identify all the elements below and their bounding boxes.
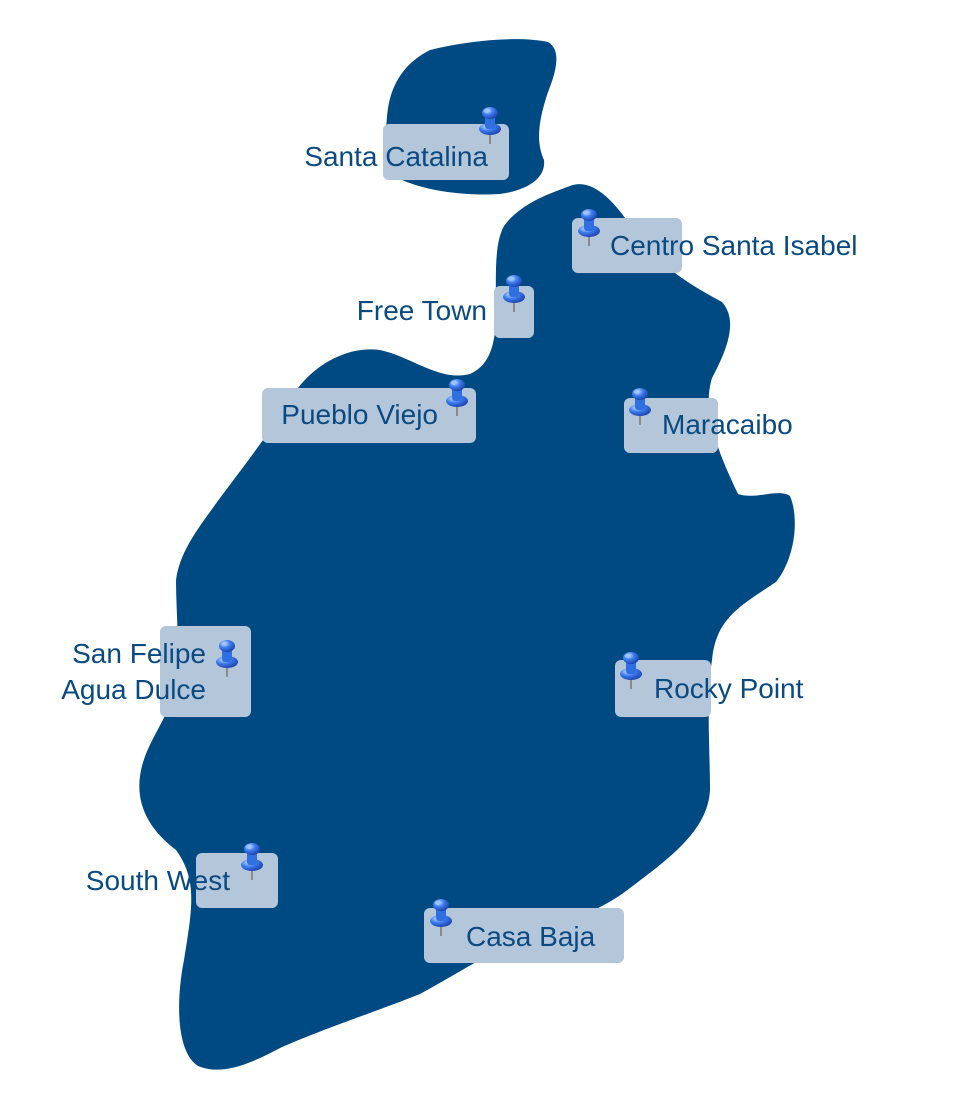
pushpin-icon[interactable]: [446, 379, 468, 416]
pushpin-icon[interactable]: [578, 209, 600, 246]
location-marker-santa-catalina[interactable]: Santa Catalina: [304, 107, 509, 180]
location-name: Casa Baja: [466, 921, 596, 952]
pushpin-highlight: [583, 211, 589, 215]
pushpin-icon[interactable]: [241, 843, 263, 880]
pushpin-highlight: [508, 277, 514, 281]
location-marker-casa-baja[interactable]: Casa Baja: [424, 899, 624, 963]
pushpin-head: [219, 640, 235, 652]
location-label-box: [424, 908, 624, 963]
pushpin-highlight: [246, 845, 252, 849]
location-marker-pueblo-viejo[interactable]: Pueblo Viejo: [262, 379, 476, 443]
pushpin-highlight: [634, 390, 640, 394]
pushpin-head: [244, 843, 260, 855]
pushpin-icon[interactable]: [216, 640, 238, 677]
location-name: Rocky Point: [654, 673, 804, 704]
pushpin-head: [623, 652, 639, 664]
location-label-box: [383, 124, 509, 180]
pushpin-highlight: [625, 654, 631, 658]
pushpin-icon[interactable]: [620, 652, 642, 689]
location-name: Santa Catalina: [304, 141, 488, 172]
pushpin-highlight: [484, 109, 490, 113]
pushpin-head: [449, 379, 465, 391]
location-label-box: [262, 388, 476, 443]
location-marker-rocky-point[interactable]: Rocky Point: [615, 652, 804, 717]
location-marker-centro-santa-isabel[interactable]: Centro Santa Isabel: [572, 209, 858, 273]
pushpin-head: [581, 209, 597, 221]
pushpin-icon[interactable]: [503, 275, 525, 312]
pushpin-head: [506, 275, 522, 287]
location-name: San Felipe: [72, 638, 206, 669]
location-name: South West: [86, 865, 230, 896]
pushpin-head: [433, 899, 449, 911]
pushpin-highlight: [435, 901, 441, 905]
pushpin-head: [632, 388, 648, 400]
pushpin-head: [482, 107, 498, 119]
pushpin-highlight: [221, 642, 227, 646]
location-name: Maracaibo: [662, 409, 793, 440]
location-marker-south-west[interactable]: South West: [86, 843, 278, 908]
pushpin-highlight: [451, 381, 457, 385]
location-marker-maracaibo[interactable]: Maracaibo: [624, 388, 793, 453]
location-name: Free Town: [357, 295, 487, 326]
pushpin-icon[interactable]: [629, 388, 651, 425]
location-name: Agua Dulce: [61, 674, 206, 705]
location-marker-free-town[interactable]: Free Town: [357, 275, 534, 338]
pushpin-icon[interactable]: [479, 107, 501, 144]
location-name: Centro Santa Isabel: [610, 230, 858, 261]
pushpin-icon[interactable]: [430, 899, 452, 936]
location-name: Pueblo Viejo: [281, 399, 438, 430]
